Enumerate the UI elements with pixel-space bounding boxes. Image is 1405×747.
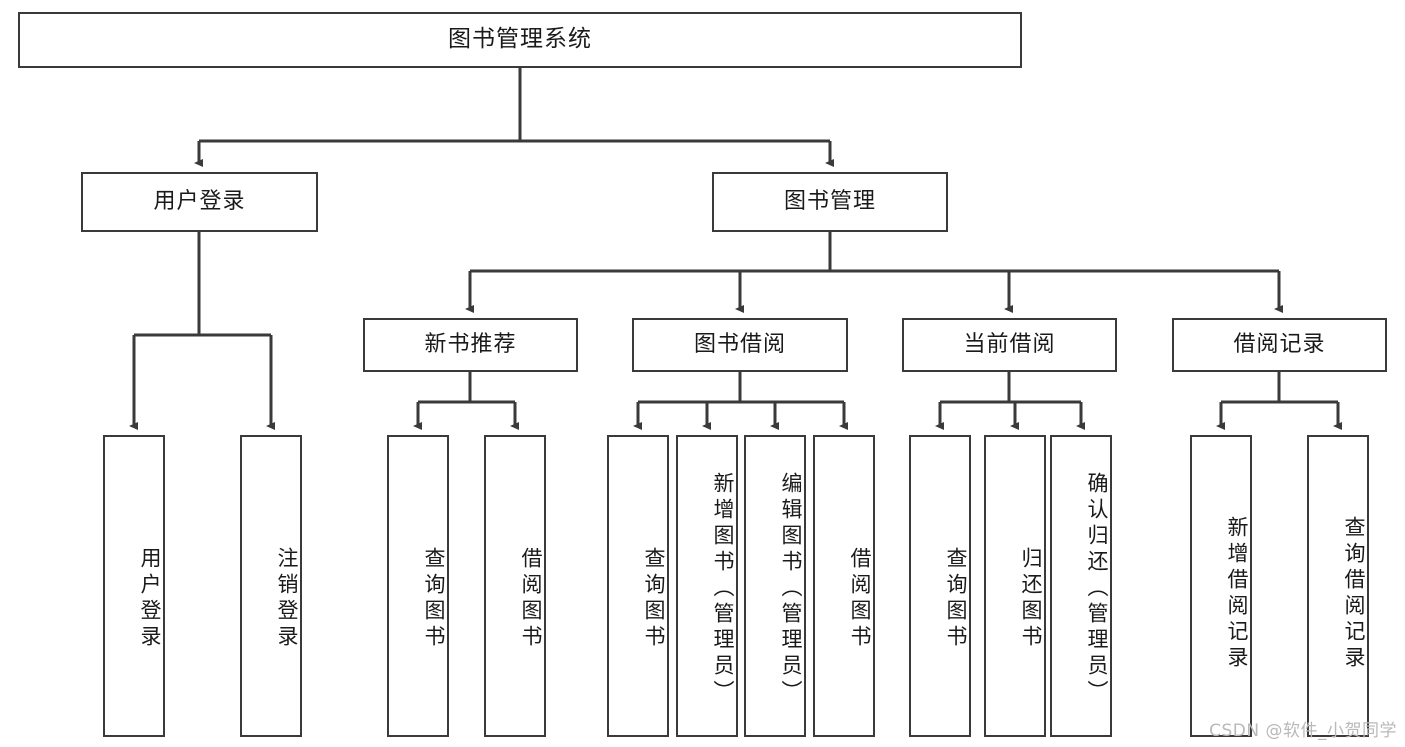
csdn-watermark: CSDN @软件_小贺同学 <box>1209 721 1397 741</box>
node-leaf-query-book-1-label: 查询图书 <box>422 547 446 651</box>
node-borrow-record-label: 借阅记录 <box>1233 331 1326 357</box>
node-root-label: 图书管理系统 <box>448 26 592 53</box>
node-leaf-query-record[interactable]: 查询借阅记录 <box>1307 435 1369 737</box>
node-book-borrow[interactable]: 图书借阅 <box>632 318 848 372</box>
node-book-manage-label: 图书管理 <box>783 188 876 214</box>
node-new-book-recommend[interactable]: 新书推荐 <box>363 318 578 372</box>
node-leaf-add-book[interactable]: 新增图书（管理员） <box>676 435 738 737</box>
node-leaf-query-book-3-label: 查询图书 <box>944 547 968 651</box>
node-current-borrow-label: 当前借阅 <box>963 331 1056 357</box>
node-root[interactable]: 图书管理系统 <box>18 12 1022 68</box>
node-leaf-user-logout[interactable]: 注销登录 <box>240 435 302 737</box>
node-leaf-query-book-2-label: 查询图书 <box>642 547 666 651</box>
node-user-login[interactable]: 用户登录 <box>81 172 318 232</box>
node-leaf-add-record-label: 新增借阅记录 <box>1225 516 1249 672</box>
node-leaf-query-book-2[interactable]: 查询图书 <box>607 435 669 737</box>
node-leaf-user-logout-label: 注销登录 <box>275 547 299 651</box>
node-new-book-recommend-label: 新书推荐 <box>424 331 517 357</box>
node-leaf-query-book-1[interactable]: 查询图书 <box>387 435 449 737</box>
node-book-borrow-label: 图书借阅 <box>693 331 786 357</box>
node-book-manage[interactable]: 图书管理 <box>712 172 948 232</box>
node-leaf-confirm-return[interactable]: 确认归还（管理员） <box>1050 435 1112 737</box>
node-leaf-user-login[interactable]: 用户登录 <box>103 435 165 737</box>
node-user-login-label: 用户登录 <box>153 188 246 214</box>
node-leaf-confirm-return-label: 确认归还（管理员） <box>1085 472 1109 706</box>
node-leaf-borrow-book-2[interactable]: 借阅图书 <box>813 435 875 737</box>
node-leaf-return-book-label: 归还图书 <box>1019 547 1043 651</box>
node-leaf-query-book-3[interactable]: 查询图书 <box>909 435 971 737</box>
node-leaf-user-login-label: 用户登录 <box>138 547 162 651</box>
node-leaf-edit-book[interactable]: 编辑图书（管理员） <box>744 435 806 737</box>
node-leaf-borrow-book-2-label: 借阅图书 <box>848 547 872 651</box>
node-current-borrow[interactable]: 当前借阅 <box>902 318 1117 372</box>
node-borrow-record[interactable]: 借阅记录 <box>1172 318 1387 372</box>
node-leaf-edit-book-label: 编辑图书（管理员） <box>779 472 803 706</box>
node-leaf-borrow-book-1-label: 借阅图书 <box>519 547 543 651</box>
node-leaf-borrow-book-1[interactable]: 借阅图书 <box>484 435 546 737</box>
node-leaf-add-record[interactable]: 新增借阅记录 <box>1190 435 1252 737</box>
node-leaf-return-book[interactable]: 归还图书 <box>984 435 1046 737</box>
node-leaf-add-book-label: 新增图书（管理员） <box>711 472 735 706</box>
node-leaf-query-record-label: 查询借阅记录 <box>1342 516 1366 672</box>
